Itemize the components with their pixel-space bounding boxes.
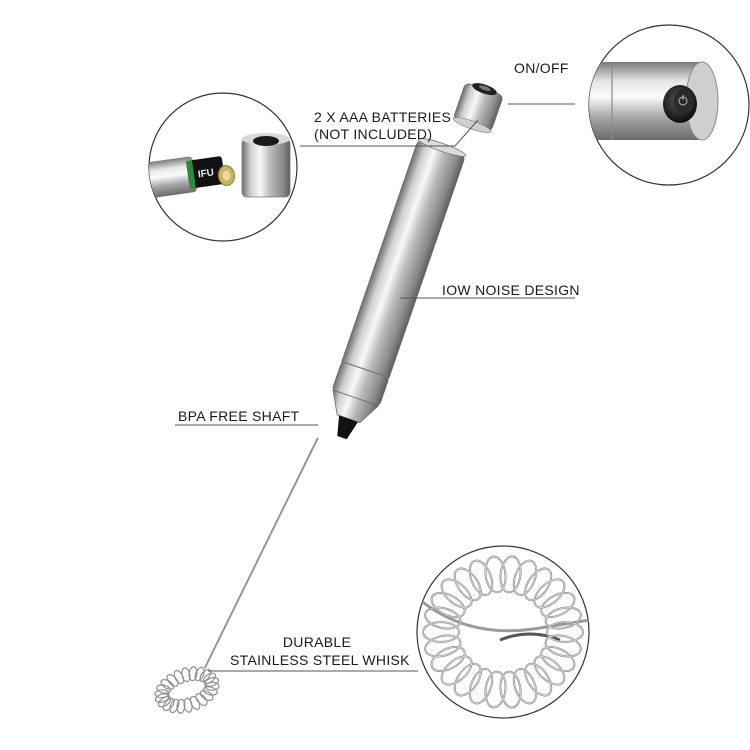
coil-loop (513, 560, 537, 596)
coil-loop (524, 568, 552, 601)
batteries-label-line1: 2 X AAA BATTERIES (314, 109, 452, 125)
coil-loop (188, 666, 198, 682)
coil-loop (154, 689, 170, 699)
coil-loop (441, 656, 472, 685)
coil-loop (500, 556, 521, 593)
coil-loop (485, 671, 506, 708)
coil-loop (524, 663, 552, 696)
leader-lines (175, 103, 575, 672)
coil-loop (454, 568, 482, 601)
battery-brand-text: IFU (197, 167, 214, 180)
coil-loop (545, 634, 582, 657)
bpa-free-tip (337, 415, 358, 440)
coil-loop (485, 556, 506, 593)
coil-loop (431, 592, 466, 618)
coil-loop (202, 686, 218, 696)
coil-loop (441, 579, 472, 608)
handle-nose (332, 389, 380, 424)
handle-body (341, 140, 465, 382)
coil-loop (424, 634, 461, 657)
on-off-label: ON/OFF (514, 60, 569, 76)
coil-loop (199, 668, 212, 683)
batteries-label-line2: (NOT INCLUDED) (314, 126, 433, 142)
coil-loop (202, 672, 217, 685)
coil-loop (513, 668, 537, 704)
power-button-icon (663, 85, 697, 123)
coil-loop (469, 560, 493, 596)
coil-loop (183, 697, 193, 713)
coil-loop (500, 671, 521, 708)
battery-icon (186, 156, 226, 189)
coil-loop (534, 579, 565, 608)
coil-loop (540, 646, 575, 672)
whisk-label-line1: DURABLE (282, 634, 352, 650)
coil-loop (540, 592, 575, 618)
whisk-coil-small (154, 666, 220, 714)
coil-loop (194, 666, 205, 682)
battery-cap (241, 138, 291, 198)
leader-batteries (300, 119, 479, 147)
coil-loop (157, 695, 172, 708)
whisk-detail-circle (416, 545, 590, 719)
on-off-detail-circle (588, 24, 750, 186)
coil-loop (469, 668, 493, 704)
coil-loop (545, 607, 582, 630)
coil-loop (431, 646, 466, 672)
coil-loop (160, 678, 175, 691)
milk-frother (154, 83, 503, 714)
coil-loop (173, 669, 185, 685)
whisk-label-line2: STAINLESS STEEL WHISK (230, 652, 410, 668)
coil-loop (454, 663, 482, 696)
coil-loop (204, 677, 220, 687)
coil-loop (154, 693, 170, 703)
coil-loop (424, 607, 461, 630)
coil-loop (199, 689, 214, 702)
bpa-free-label: BPA FREE SHAFT (178, 408, 300, 424)
coil-loop (181, 667, 191, 683)
whisk-shaft (204, 437, 319, 669)
coil-loop (162, 697, 175, 712)
coil-loop (534, 656, 565, 685)
battery-detail-circle: IFU (148, 92, 298, 242)
coil-loop (204, 681, 220, 691)
coil-loop (169, 698, 180, 714)
coil-loop (156, 684, 172, 694)
coil-loop (189, 695, 201, 711)
coil-loop (422, 621, 460, 643)
coil-loop (176, 698, 186, 714)
coil-loop (546, 621, 584, 643)
low-noise-label: IOW NOISE DESIGN (442, 282, 580, 298)
